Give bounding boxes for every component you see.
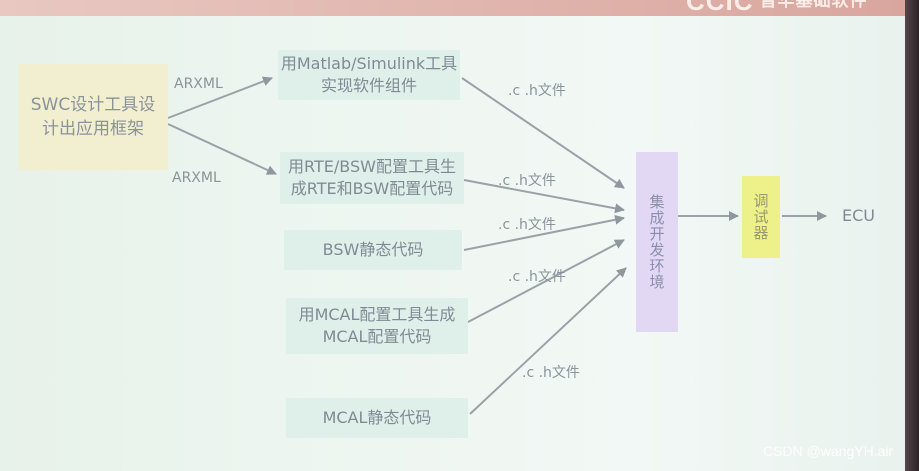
rte-bsw-config-box: 用RTE/BSW配置工具生成RTE和BSW配置代码 bbox=[280, 152, 464, 204]
edge-label-arxml-top: ARXML bbox=[174, 76, 223, 92]
edge-label-ch-2: .c .h文件 bbox=[498, 173, 556, 189]
arrow-bsw-to-integration bbox=[463, 214, 625, 251]
arrow-swc-to-matlab bbox=[167, 76, 273, 119]
photo-edge bbox=[905, 0, 919, 471]
matlab-simulink-box: 用Matlab/Simulink工具实现软件组件 bbox=[278, 50, 460, 100]
integration-environment-box: 集成开发环境 bbox=[636, 152, 678, 332]
edge-label-ch-1: .c .h文件 bbox=[508, 83, 566, 99]
edge-label-ch-5: .c .h文件 bbox=[522, 365, 580, 381]
edge-label-ch-4: .c .h文件 bbox=[508, 269, 566, 285]
swc-design-tool-box: SWC设计工具设计出应用框架 bbox=[18, 64, 168, 170]
edge-label-ch-3: .c .h文件 bbox=[498, 217, 556, 233]
debugger-box: 调试器 bbox=[742, 176, 780, 258]
arrow-mcalcfg-to-integration bbox=[467, 239, 625, 323]
csdn-watermark: CSDN @wangYH.air bbox=[763, 443, 894, 459]
arrow-matlab-to-integration bbox=[461, 77, 625, 189]
ecu-label: ECU bbox=[842, 206, 875, 225]
arrow-swc-to-rte bbox=[167, 123, 277, 175]
arrow-mcalstatic-to-integration bbox=[469, 267, 627, 415]
mcal-config-box: 用MCAL配置工具生成MCAL配置代码 bbox=[286, 298, 468, 354]
arrow-rte-to-integration bbox=[463, 179, 625, 214]
bsw-static-code-box: BSW静态代码 bbox=[284, 230, 462, 270]
edge-label-arxml-bottom: ARXML bbox=[172, 170, 221, 186]
mcal-static-code-box: MCAL静态代码 bbox=[286, 398, 468, 438]
